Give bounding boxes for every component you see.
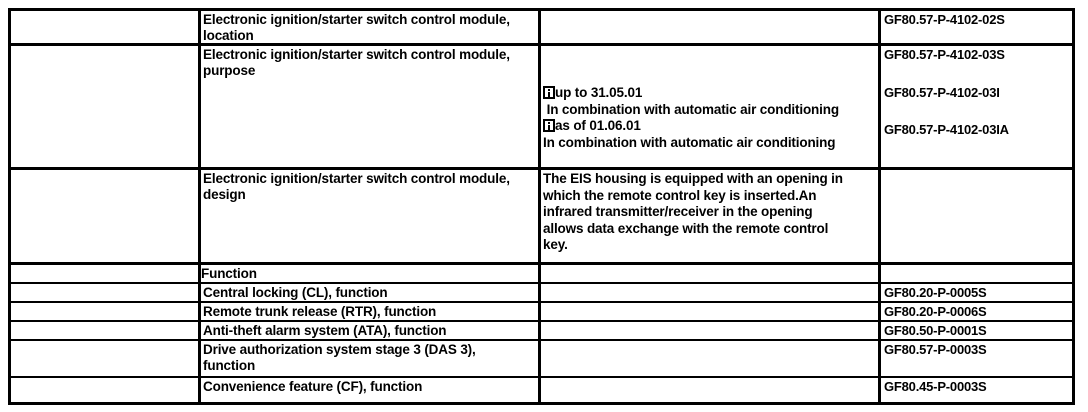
table-row: Remote trunk release (RTR), function GF8… bbox=[11, 303, 1072, 322]
document-number-cell: GF80.20-P-0006S bbox=[881, 303, 1072, 320]
description-cell bbox=[541, 322, 881, 339]
description-line: In combination with automatic air condit… bbox=[543, 134, 836, 150]
description-line: In combination with automatic air condit… bbox=[543, 101, 840, 117]
row-spacer-cell bbox=[11, 303, 201, 320]
description-line: allows data exchange with the remote con… bbox=[543, 220, 829, 236]
component-name-text: Electronic ignition/starter switch contr… bbox=[203, 171, 510, 202]
component-name-text: Electronic ignition/starter switch contr… bbox=[203, 47, 510, 78]
document-number-cell: GF80.20-P-0005S bbox=[881, 284, 1072, 301]
section-header-cell: Function bbox=[201, 265, 541, 282]
description-cell: The EIS housing is equipped with an open… bbox=[541, 170, 881, 262]
row-spacer-cell bbox=[11, 378, 201, 403]
component-name-cell: Electronic ignition/starter switch contr… bbox=[201, 11, 541, 43]
description-cell bbox=[541, 11, 881, 43]
description-line: which the remote control key is inserted… bbox=[543, 187, 817, 203]
document-number-cell: GF80.50-P-0001S bbox=[881, 322, 1072, 339]
function-name-cell: Central locking (CL), function bbox=[201, 284, 541, 301]
function-name-cell: Convenience feature (CF), function bbox=[201, 378, 541, 403]
table-row: Electronic ignition/starter switch contr… bbox=[11, 170, 1072, 265]
table-row: Electronic ignition/starter switch contr… bbox=[11, 11, 1072, 46]
component-name-cell: Electronic ignition/starter switch contr… bbox=[201, 170, 541, 262]
description-line: infrared transmitter/receiver in the ope… bbox=[543, 204, 813, 219]
function-name-cell: Remote trunk release (RTR), function bbox=[201, 303, 541, 320]
function-name-text: Anti-theft alarm system (ATA), function bbox=[203, 323, 447, 338]
table-row: Electronic ignition/starter switch contr… bbox=[11, 46, 1072, 170]
document-number-text: GF80.45-P-0003S bbox=[884, 379, 987, 394]
description-line: The EIS housing is equipped with an open… bbox=[543, 171, 843, 186]
table-row: Drive authorization system stage 3 (DAS … bbox=[11, 341, 1072, 378]
function-name-text: Remote trunk release (RTR), function bbox=[203, 304, 437, 319]
description-cell bbox=[541, 341, 881, 376]
document-number-text: GF80.57-P-4102-03IA bbox=[884, 122, 1009, 137]
component-name-text: Electronic ignition/starter switch contr… bbox=[203, 12, 510, 43]
description-cell bbox=[541, 284, 881, 301]
row-spacer-cell bbox=[11, 341, 201, 376]
table-row: Convenience feature (CF), function GF80.… bbox=[11, 378, 1072, 403]
description-cell: up to 31.05.01 In combination with autom… bbox=[541, 46, 881, 167]
document-number-cell: GF80.57-P-0003S bbox=[881, 341, 1072, 376]
row-spacer-cell bbox=[11, 284, 201, 301]
function-name-text: Convenience feature (CF), function bbox=[203, 379, 423, 394]
function-name-cell: Anti-theft alarm system (ATA), function bbox=[201, 322, 541, 339]
document-number-text: GF80.20-P-0005S bbox=[884, 285, 987, 300]
documentation-table: Electronic ignition/starter switch contr… bbox=[8, 8, 1075, 405]
info-icon bbox=[543, 86, 555, 99]
row-spacer-cell bbox=[11, 170, 201, 262]
description-cell bbox=[541, 265, 881, 282]
function-name-cell: Drive authorization system stage 3 (DAS … bbox=[201, 341, 541, 376]
document-number-text: GF80.20-P-0006S bbox=[884, 304, 987, 319]
table-row: Central locking (CL), function GF80.20-P… bbox=[11, 284, 1072, 303]
description-cell bbox=[541, 303, 881, 320]
document-number-cell bbox=[881, 170, 1072, 262]
info-icon bbox=[543, 119, 555, 132]
document-number-text: GF80.57-P-4102-03I bbox=[884, 84, 1000, 100]
document-number-cell: GF80.57-P-4102-02S bbox=[881, 11, 1072, 43]
row-spacer-cell bbox=[11, 46, 201, 167]
row-spacer-cell bbox=[11, 11, 201, 43]
section-header-text: Function bbox=[201, 266, 257, 281]
document-number-cell: GF80.57-P-4102-03S GF80.57-P-4102-03I GF… bbox=[881, 46, 1072, 167]
description-cell bbox=[541, 378, 881, 403]
row-spacer-cell bbox=[11, 322, 201, 339]
document-number-text: GF80.50-P-0001S bbox=[884, 323, 987, 338]
function-name-text: Central locking (CL), function bbox=[203, 285, 388, 300]
row-spacer-cell bbox=[11, 265, 201, 282]
component-name-cell: Electronic ignition/starter switch contr… bbox=[201, 46, 541, 167]
description-line-text: up to 31.05.01 bbox=[555, 85, 643, 100]
description-line: up to 31.05.01 bbox=[539, 84, 878, 101]
document-number-text: GF80.57-P-4102-02S bbox=[884, 12, 1005, 27]
function-name-text: Drive authorization system stage 3 (DAS … bbox=[203, 342, 476, 373]
description-line-text: as of 01.06.01 bbox=[555, 118, 641, 133]
table-row-section-header: Function bbox=[11, 265, 1072, 284]
table-row: Anti-theft alarm system (ATA), function … bbox=[11, 322, 1072, 341]
document-number-cell bbox=[881, 265, 1072, 282]
document-number-text: GF80.57-P-4102-03S bbox=[884, 47, 1005, 62]
document-number-cell: GF80.45-P-0003S bbox=[881, 378, 1072, 403]
description-line: as of 01.06.01 bbox=[539, 117, 878, 134]
description-line: key. bbox=[543, 237, 568, 252]
document-number-text: GF80.57-P-0003S bbox=[884, 342, 987, 357]
